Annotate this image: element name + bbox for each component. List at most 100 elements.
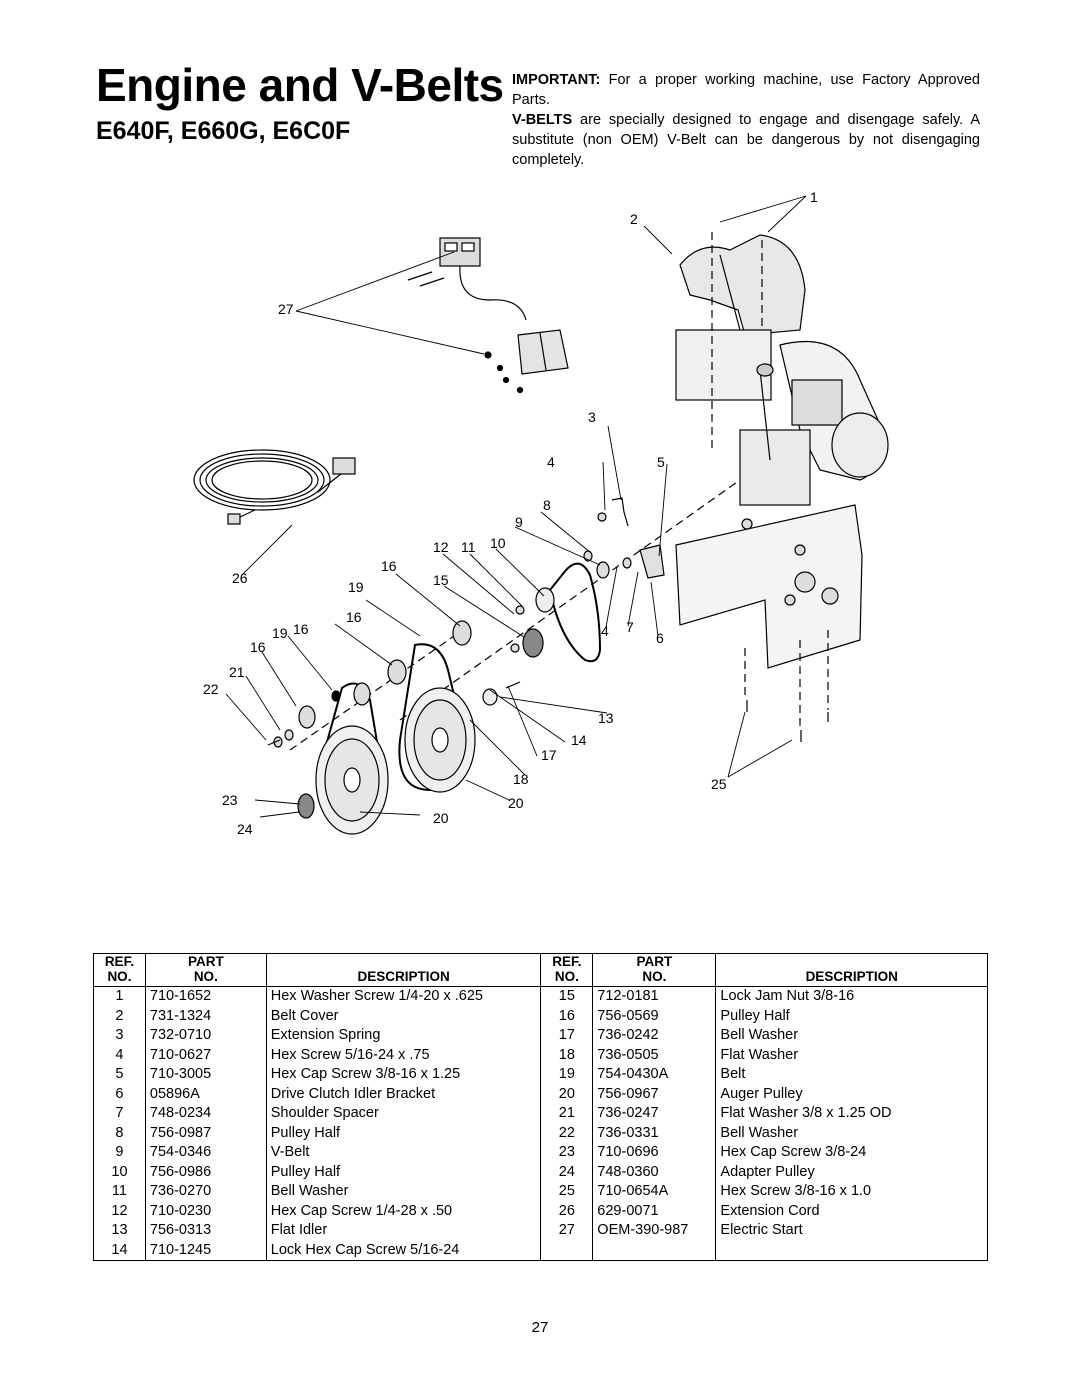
callout-22: 22: [203, 681, 219, 697]
header-description-spacer-right: [716, 954, 988, 970]
right-part-cell: 710-0654A: [592, 1182, 717, 1202]
left-part-cell: 05896A: [145, 1084, 267, 1104]
vbelts-text: are specially designed to engage and dis…: [512, 112, 980, 168]
callout-4-upper: 4: [547, 454, 555, 470]
right-ref-cell: 27: [540, 1221, 594, 1241]
right-ref-cell: 15: [540, 986, 594, 1007]
right-ref-cell: 25: [540, 1182, 594, 1202]
left-ref-cell: 5: [93, 1065, 146, 1085]
callout-4-lower: 4: [601, 623, 609, 639]
right-description-cell: Adapter Pulley: [720, 1163, 815, 1180]
header-no: NO.: [93, 969, 146, 987]
leader-lines: [225, 195, 807, 818]
right-part-cell: 756-0569: [592, 1006, 717, 1026]
belt-cover-drawing: [679, 234, 806, 336]
callout-19-a: 19: [348, 579, 364, 595]
left-ref-cell: 10: [93, 1162, 146, 1182]
right-description-cell: Hex Screw 3/8-16 x 1.0: [720, 1183, 872, 1199]
left-part-cell: 756-0986: [145, 1162, 267, 1182]
vbelts-note: V-BELTS are specially designed to engage…: [512, 110, 980, 170]
left-ref-cell: 7: [93, 1104, 146, 1124]
left-description-cell: V-Belt: [266, 1143, 542, 1163]
exploded-parts-diagram: 1 2 27 3 4 5 8 9 12 11 10 16 26 19 15 16…: [193, 189, 889, 837]
left-part-cell: 710-1245: [145, 1240, 267, 1261]
right-ref-cell: 21: [540, 1104, 594, 1124]
assembly-lines: [289, 232, 829, 751]
right-description-cell: Pulley Half: [720, 1007, 790, 1024]
page-number: 27: [531, 1319, 549, 1336]
right-part-cell: 736-0331: [592, 1123, 717, 1143]
left-ref-cell: 2: [93, 1006, 146, 1026]
left-ref-cell: 11: [93, 1182, 146, 1202]
left-description-cell: Extension Spring: [266, 1026, 542, 1046]
header-ref: REF.: [93, 953, 146, 969]
vbelts-label: V-BELTS: [512, 112, 573, 128]
callout-23: 23: [222, 792, 238, 808]
right-description-cell: Lock Jam Nut 3/8-16: [720, 988, 855, 1004]
left-ref-cell: 9: [93, 1143, 146, 1163]
header-part: PART: [145, 953, 267, 969]
callout-15: 15: [433, 572, 449, 588]
callout-6: 6: [656, 630, 664, 646]
parts-list-table: REF. PART REF. PART NO. NO. DESCRIPTION …: [93, 953, 988, 1261]
callout-24: 24: [237, 821, 253, 837]
callout-25: 25: [711, 776, 727, 792]
header-no-right: NO.: [540, 969, 594, 987]
callout-1: 1: [810, 189, 818, 205]
left-part-cell: 754-0346: [145, 1143, 267, 1163]
left-ref-cell: 13: [93, 1221, 146, 1241]
right-ref-cell: 23: [540, 1143, 594, 1163]
important-notes: IMPORTANT: For a proper working machine,…: [512, 70, 980, 170]
callout-16-c: 16: [293, 621, 309, 637]
right-ref-cell: 24: [540, 1162, 594, 1182]
callout-9: 9: [515, 514, 523, 530]
right-part-cell: 736-0505: [592, 1045, 717, 1065]
left-ref-cell: 8: [93, 1123, 146, 1143]
left-part-cell: 756-0987: [145, 1123, 267, 1143]
left-part-cell: 710-1652: [145, 986, 267, 1007]
left-description-cell: Drive Clutch Idler Bracket: [266, 1084, 542, 1104]
model-numbers: E640F, E660G, E6C0F: [96, 117, 351, 145]
page-title: Engine and V-Belts: [96, 59, 504, 111]
right-ref-cell: 26: [540, 1201, 594, 1221]
callout-17: 17: [541, 747, 557, 763]
right-part-cell: 712-0181: [592, 986, 717, 1007]
header-description-right: DESCRIPTION: [715, 969, 988, 987]
right-ref-cell: 17: [540, 1026, 594, 1046]
auger-pulley-drawing: [297, 687, 476, 835]
right-ref-cell: 18: [540, 1045, 594, 1065]
callout-7: 7: [626, 619, 634, 635]
left-description-cell: Pulley Half: [266, 1162, 542, 1182]
table-header-row: NO. NO. DESCRIPTION NO. NO. DESCRIPTION: [93, 969, 988, 987]
left-part-cell: 710-0230: [145, 1201, 267, 1221]
table-header-row: REF. PART REF. PART: [93, 953, 988, 970]
left-part-cell: 710-0627: [145, 1045, 267, 1065]
right-part-cell: 736-0242: [592, 1026, 717, 1046]
callout-8: 8: [543, 497, 551, 513]
left-ref-cell: 1: [93, 986, 146, 1007]
left-description-cell: Lock Hex Cap Screw 5/16-24: [266, 1240, 542, 1261]
right-part-cell: 629-0071: [592, 1201, 717, 1221]
engine-drawing: [675, 329, 889, 506]
callout-19-b: 19: [272, 625, 288, 641]
callout-20-a: 20: [508, 795, 524, 811]
right-ref-cell: 20: [540, 1084, 594, 1104]
right-part-cell: 710-0696: [592, 1143, 717, 1163]
right-description-cell: Electric Start: [720, 1222, 803, 1238]
right-description-cell: Hex Cap Screw 3/8-24: [720, 1144, 867, 1160]
callout-3: 3: [588, 409, 596, 425]
hardware-drawing: [267, 512, 829, 748]
important-text: For a proper working machine, use Factor…: [512, 72, 980, 108]
callout-12: 12: [433, 539, 449, 555]
left-ref-cell: 12: [93, 1201, 146, 1221]
header-description-spacer: [266, 953, 542, 969]
right-ref-cell: 22: [540, 1123, 594, 1143]
